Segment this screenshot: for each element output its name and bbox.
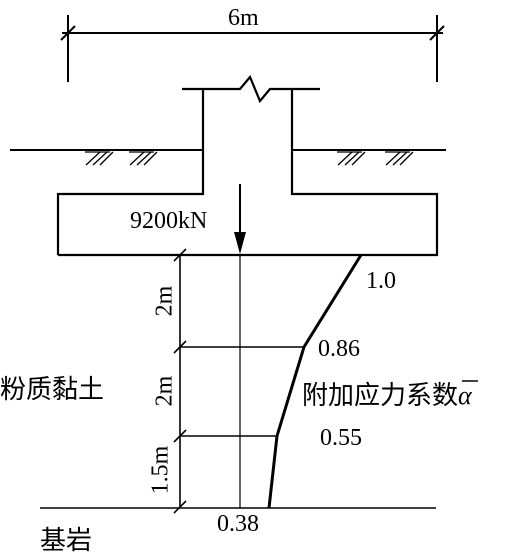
coefficient-value-0: 1.0 — [366, 268, 396, 294]
bedrock-label: 基岩 — [40, 526, 92, 552]
hatch-group-4 — [385, 151, 414, 166]
load-arrow — [234, 184, 246, 254]
dimension-tick-right — [429, 25, 445, 41]
soil-layer-label: 粉质黏土 — [0, 375, 104, 405]
coefficient-title: 附加应力系数α — [302, 381, 473, 411]
footing-outline-right — [58, 89, 439, 257]
width-dimension — [60, 15, 445, 82]
hatch-group-1 — [85, 151, 114, 166]
coefficient-title-symbol: α — [458, 381, 473, 410]
depth-label-2: 2m — [152, 375, 178, 406]
width-label: 6m — [228, 5, 259, 31]
load-arrow-head — [234, 232, 246, 254]
depth-label-3: 1.5m — [148, 445, 174, 494]
coefficient-value-1: 0.86 — [318, 336, 360, 362]
column-break-line — [182, 74, 320, 104]
depth-label-1: 2m — [152, 285, 178, 316]
coefficient-value-2: 0.55 — [320, 425, 362, 451]
dimension-tick-left — [60, 25, 76, 41]
coefficient-title-text: 附加应力系数 — [302, 381, 458, 411]
foundation-outline — [56, 74, 439, 257]
hatch-group-2 — [129, 151, 158, 166]
load-label: 9200kN — [130, 208, 207, 234]
coefficient-levels — [180, 346, 304, 437]
ground-hatch — [85, 151, 414, 166]
depth-tick-3 — [173, 500, 187, 514]
hatch-group-3 — [337, 151, 366, 166]
stress-coefficient-curve — [267, 254, 363, 509]
coefficient-value-3: 0.38 — [217, 511, 259, 537]
depth-tick-0 — [173, 248, 187, 262]
footing-outline-left — [56, 89, 205, 255]
